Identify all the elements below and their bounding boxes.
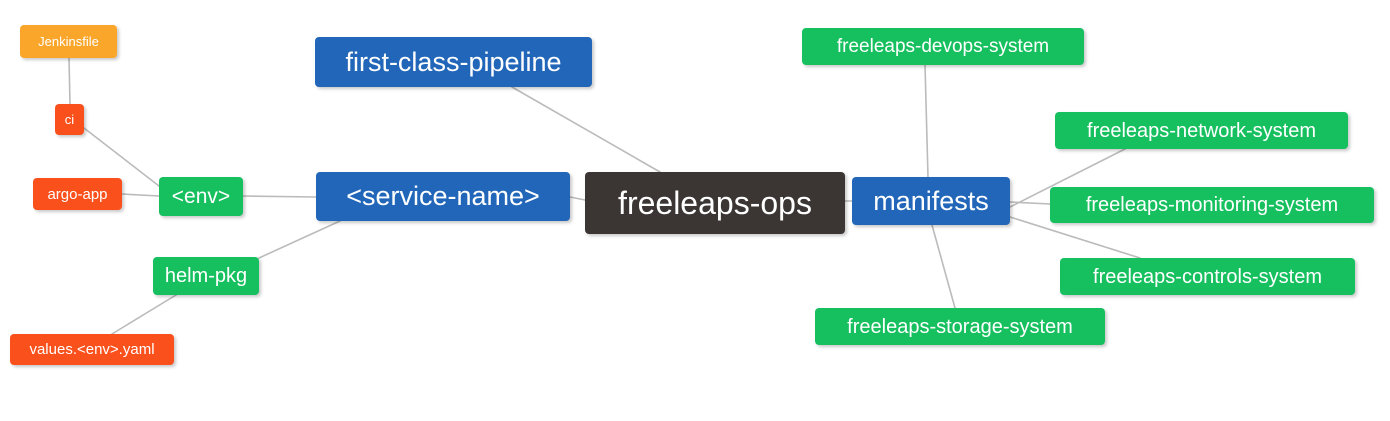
node-label-monitoring-system: freeleaps-monitoring-system xyxy=(1085,194,1339,216)
edge-manifests-to-controls-system xyxy=(1009,216,1141,259)
edge-service-name-to-freeleaps-ops xyxy=(569,196,586,201)
node-service-name[interactable]: <service-name> xyxy=(316,172,570,221)
edge-manifests-to-monitoring-system xyxy=(1009,201,1051,205)
edge-env-to-service-name xyxy=(242,195,317,198)
edge-service-name-to-helm-pkg xyxy=(258,220,341,259)
edge-manifests-to-devops-system xyxy=(924,64,929,178)
node-label-network-system: freeleaps-network-system xyxy=(1087,119,1316,142)
node-devops-system[interactable]: freeleaps-devops-system xyxy=(802,28,1084,65)
node-network-system[interactable]: freeleaps-network-system xyxy=(1055,112,1348,149)
node-label-freeleaps-ops: freeleaps-ops xyxy=(618,185,812,221)
edge-helm-pkg-to-values-yaml xyxy=(111,294,177,335)
node-label-manifests: manifests xyxy=(873,185,989,216)
edge-argo-app-to-env xyxy=(121,193,160,197)
node-label-controls-system: freeleaps-controls-system xyxy=(1093,265,1322,288)
node-label-devops-system: freeleaps-devops-system xyxy=(836,36,1050,57)
node-label-jenkinsfile: Jenkinsfile xyxy=(38,34,99,49)
node-label-argo-app: argo-app xyxy=(47,185,108,203)
edge-manifests-to-storage-system xyxy=(931,224,956,309)
node-first-class-pipeline[interactable]: first-class-pipeline xyxy=(315,37,592,87)
node-jenkinsfile[interactable]: Jenkinsfile xyxy=(20,25,117,58)
node-label-first-class-pipeline: first-class-pipeline xyxy=(345,46,562,77)
node-helm-pkg[interactable]: helm-pkg xyxy=(153,257,259,295)
node-label-storage-system: freeleaps-storage-system xyxy=(847,315,1073,338)
node-label-values-yaml: values.<env>.yaml xyxy=(29,341,155,358)
node-label-helm-pkg: helm-pkg xyxy=(164,265,248,287)
node-storage-system[interactable]: freeleaps-storage-system xyxy=(815,308,1105,345)
node-controls-system[interactable]: freeleaps-controls-system xyxy=(1060,258,1355,295)
node-label-service-name: <service-name> xyxy=(346,181,540,211)
edge-jenkinsfile-to-ci xyxy=(68,57,71,105)
node-label-ci: ci xyxy=(64,112,75,127)
node-freeleaps-ops[interactable]: freeleaps-ops xyxy=(585,172,845,234)
node-env[interactable]: <env> xyxy=(159,177,243,216)
node-label-env: <env> xyxy=(171,185,231,208)
node-argo-app[interactable]: argo-app xyxy=(33,178,122,210)
node-ci[interactable]: ci xyxy=(55,104,84,135)
edge-first-class-pipeline-to-freeleaps-ops xyxy=(511,86,661,173)
node-values-yaml[interactable]: values.<env>.yaml xyxy=(10,334,174,365)
node-manifests[interactable]: manifests xyxy=(852,177,1010,225)
node-monitoring-system[interactable]: freeleaps-monitoring-system xyxy=(1050,187,1374,223)
